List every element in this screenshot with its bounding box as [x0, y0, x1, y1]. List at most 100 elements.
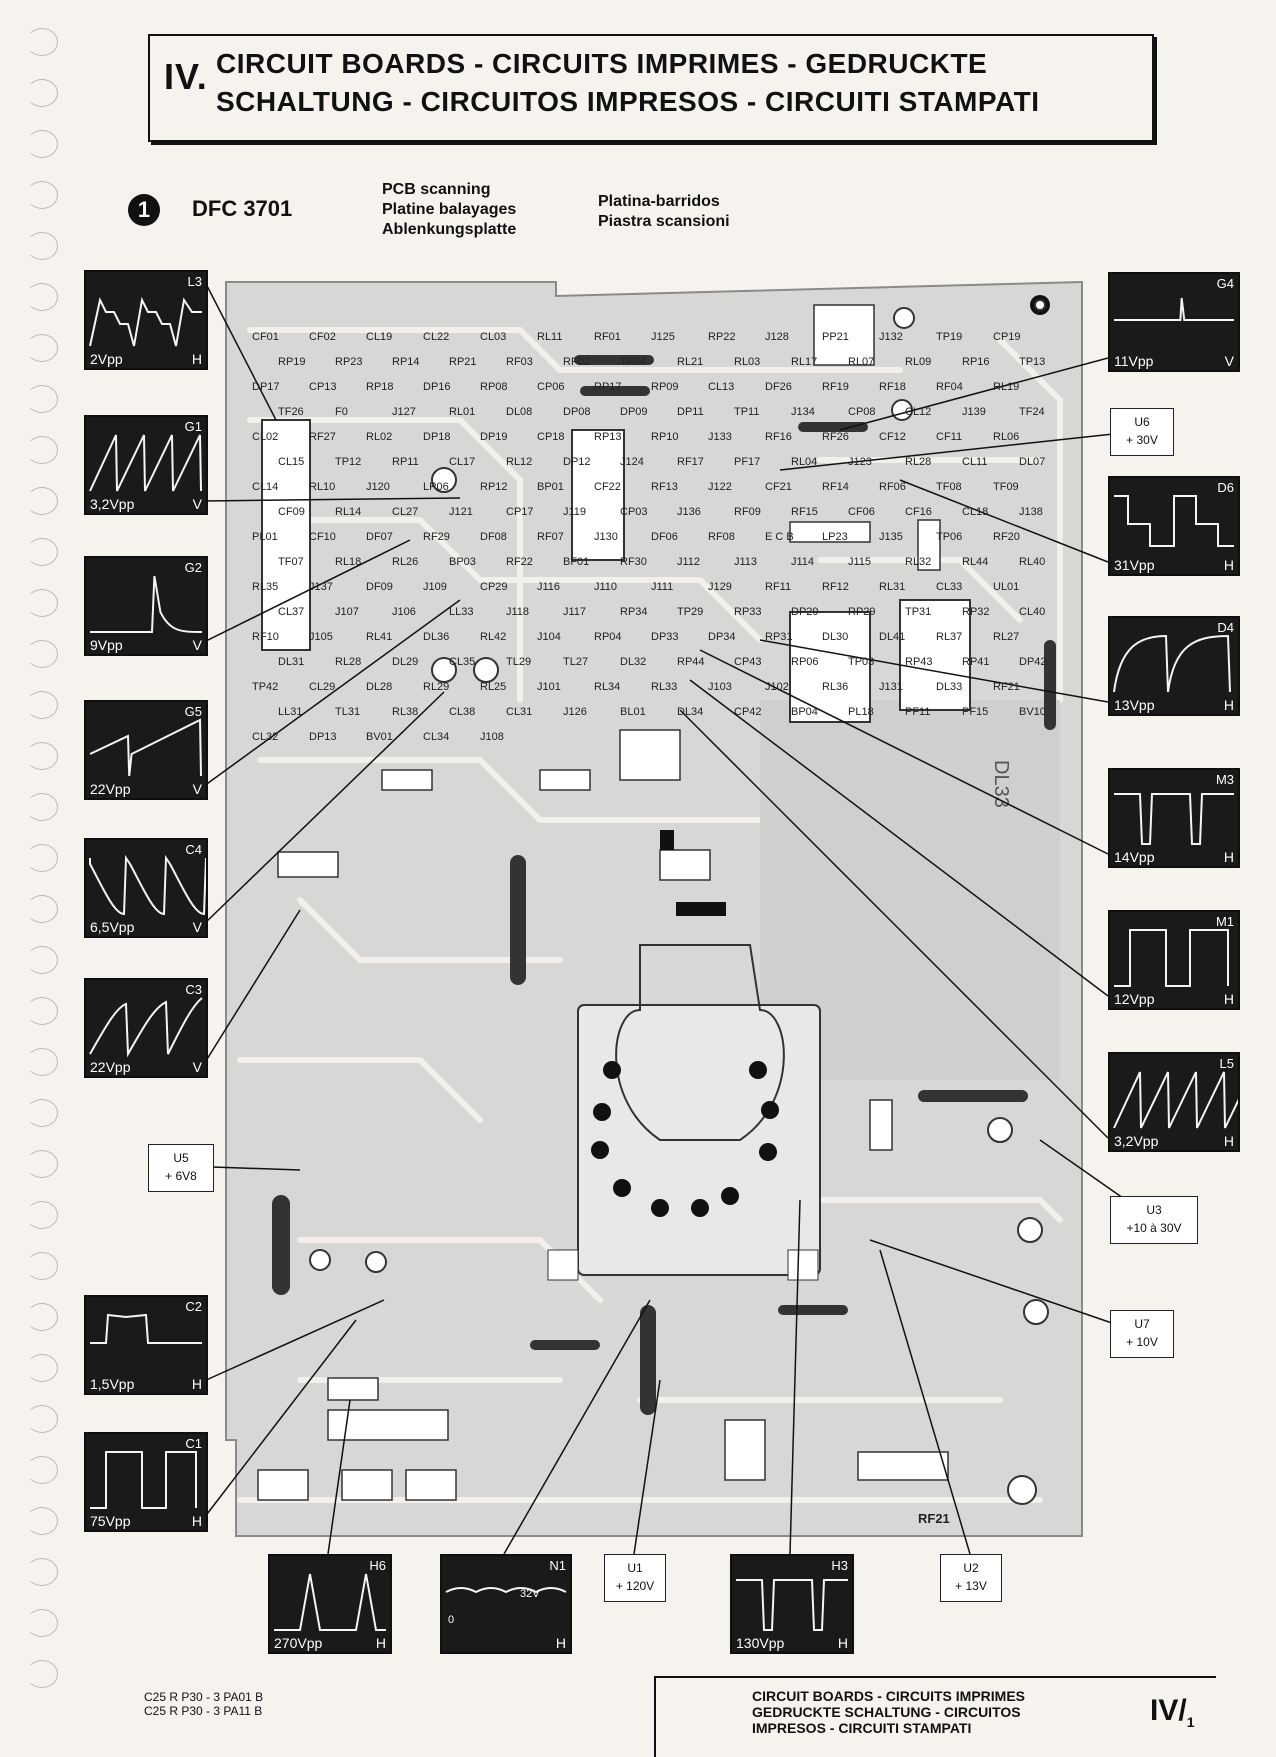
component-label: CP08: [848, 406, 876, 418]
board-names-left: PCB scanning Platine balayages Ablenkung…: [382, 180, 516, 240]
ic-outline: [571, 429, 625, 561]
scope-timebase: H: [1223, 697, 1234, 713]
component-label: J127: [392, 406, 416, 418]
component-label: J133: [708, 431, 732, 443]
leader-line: [327, 1399, 351, 1555]
component-label: RL44: [962, 556, 988, 568]
component-label: CP03: [620, 506, 648, 518]
scope-timebase: H: [1223, 849, 1234, 865]
binder-hole: [26, 1456, 58, 1484]
component-label: RL37: [936, 631, 962, 643]
component-label: J121: [449, 506, 473, 518]
component-label: RF02: [563, 356, 590, 368]
document-references: C25 R P30 - 3 PA01 B C25 R P30 - 3 PA11 …: [144, 1690, 263, 1718]
voltage-leader-line: [633, 1379, 661, 1555]
component-label: J113: [734, 556, 757, 568]
binder-hole: [26, 844, 58, 872]
component-label: CF21: [765, 481, 792, 493]
title-box: IV. CIRCUIT BOARDS - CIRCUITS IMPRIMES -…: [148, 34, 1154, 142]
scope-code: H3: [831, 1558, 848, 1573]
voltage-u5: U5+ 6V8: [148, 1144, 214, 1192]
component-label: DL33: [936, 681, 962, 693]
scope-timebase: H: [555, 1635, 566, 1651]
component-label: J130: [594, 531, 618, 543]
footer-line-2: GEDRUCKTE SCHALTUNG - CIRCUITOS: [752, 1704, 1021, 1720]
component-label: J103: [708, 681, 732, 693]
component-label: J122: [708, 481, 732, 493]
component-label: RL09: [905, 356, 931, 368]
component-label: CP18: [537, 431, 565, 443]
component-label: TP12: [335, 456, 361, 468]
component-label: CF10: [309, 531, 336, 543]
component-label: J101: [537, 681, 561, 693]
component-label: CF12: [879, 431, 906, 443]
component-label: TF26: [278, 406, 304, 418]
component-label: J102: [765, 681, 789, 693]
waveform-line: [274, 1573, 386, 1631]
component-label: TP06: [936, 531, 962, 543]
component-label: PP21: [822, 331, 849, 343]
component-label: J114: [791, 556, 814, 568]
scope-timebase: H: [191, 351, 202, 367]
component-label: PL01: [252, 531, 278, 543]
component-label: LL31: [278, 706, 302, 718]
board-name-en: PCB scanning: [382, 181, 491, 198]
waveform-trace: [1114, 929, 1229, 987]
component-label: RL27: [993, 631, 1019, 643]
section-number-badge: 1: [128, 194, 160, 226]
scope-timebase: V: [192, 1059, 202, 1075]
component-label: CL38: [449, 706, 475, 718]
component-label: J132: [879, 331, 903, 343]
resistor-bars: [272, 355, 1056, 1415]
binder-hole: [26, 1252, 58, 1280]
leader-line: [203, 1299, 385, 1382]
component-label: RL36: [822, 681, 848, 693]
component-label: DP29: [791, 606, 819, 618]
component-label: RF01: [594, 331, 621, 343]
voltage-leader-line: [779, 430, 1142, 471]
scope-code: D4: [1217, 620, 1234, 635]
component-label: J105: [309, 631, 333, 643]
leader-line: [203, 539, 411, 643]
component-label: J131: [879, 681, 903, 693]
scope-timebase: V: [1224, 353, 1234, 369]
scope-timebase: H: [1223, 557, 1234, 573]
component-label: RF03: [506, 356, 533, 368]
component-label: RF18: [879, 381, 906, 393]
leader-line: [789, 1199, 801, 1555]
connector-j134: [261, 419, 311, 651]
scope-voltage: 14Vpp: [1114, 849, 1155, 865]
waveform-line: [89, 296, 202, 347]
voltage-value: +10 à 30V: [1126, 1221, 1182, 1235]
waveform-trace: [274, 1573, 386, 1631]
leader-line: [203, 279, 277, 421]
component-label: RP08: [480, 381, 508, 393]
component-label: J115: [848, 556, 871, 568]
component-label: RL02: [366, 431, 392, 443]
waveform-trace: [90, 1451, 197, 1509]
component-label: TF07: [278, 556, 304, 568]
component-label: PF11: [905, 706, 930, 718]
scope-code: D6: [1217, 480, 1234, 495]
component-label: CL12: [905, 406, 931, 418]
binder-hole: [26, 691, 58, 719]
binder-hole: [26, 997, 58, 1025]
component-label: RF12: [822, 581, 849, 593]
binder-hole: [26, 1099, 58, 1127]
component-label: RF11: [765, 581, 791, 593]
component-label: TP19: [936, 331, 962, 343]
binder-hole: [26, 232, 58, 260]
scope-voltage: 270Vpp: [274, 1635, 323, 1651]
component-label: CP19: [993, 331, 1021, 343]
waveform-trace: [89, 718, 202, 777]
component-label: CL03: [480, 331, 506, 343]
component-label: DP12: [563, 456, 591, 468]
voltage-value: + 10V: [1126, 1335, 1158, 1349]
